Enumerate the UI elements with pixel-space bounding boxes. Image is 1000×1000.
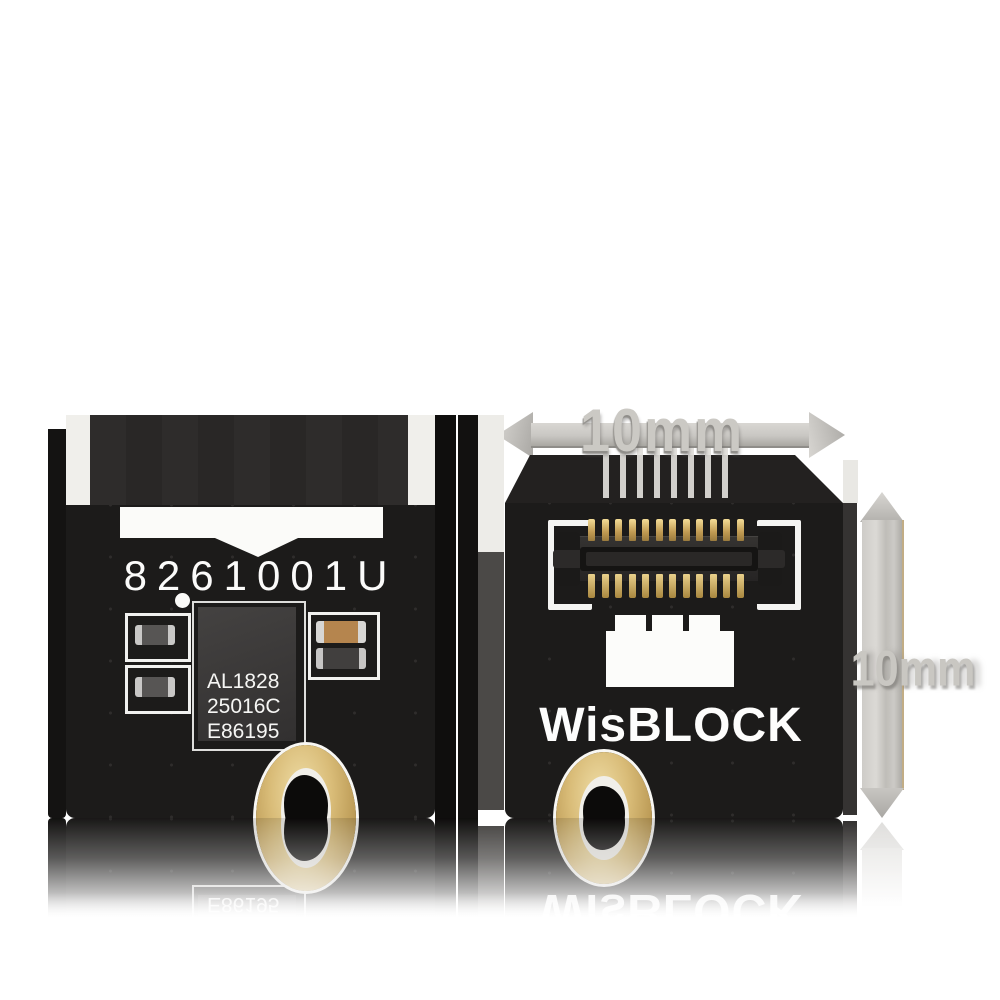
ic-marking-line: E86195 <box>207 720 280 743</box>
connector-pin <box>655 519 663 541</box>
smd-component <box>135 677 175 697</box>
connector-pin <box>669 519 676 541</box>
smd-component <box>316 648 366 669</box>
connector-pin <box>642 519 649 541</box>
ic-chip: AL1828 25016C E86195 <box>198 607 296 743</box>
connector-pin-row-top <box>588 519 744 541</box>
connector-pin <box>655 574 663 598</box>
brick-body <box>606 631 734 687</box>
connector-pin <box>736 574 744 598</box>
height-dimension-arrowhead-top <box>860 492 904 522</box>
connector-pin <box>628 519 636 541</box>
connector-pin <box>696 519 703 541</box>
connector-pin <box>709 519 717 541</box>
connector-pin <box>723 519 730 541</box>
mounting-hole-shadow <box>583 818 625 850</box>
brick-stud <box>689 615 720 633</box>
connector-mating-slot <box>580 547 758 571</box>
width-dimension-label-extrusion <box>603 448 733 498</box>
silkscreen-bracket-right <box>757 520 801 610</box>
fiducial-dot <box>175 593 190 608</box>
silkscreen-bracket-left <box>548 520 592 610</box>
connector-end-tab <box>755 532 785 586</box>
connector-pin <box>642 574 649 598</box>
left-module-pcb-face: 8261001U AL1828 25016C E86195 <box>66 505 435 818</box>
connector-pin <box>588 574 595 598</box>
left-module-top-gap-left <box>66 415 90 505</box>
right-module-side-face <box>478 552 504 810</box>
connector-pin <box>628 574 636 598</box>
gold-mounting-pad <box>256 818 356 891</box>
reflection-fade-out <box>0 893 1000 938</box>
silkscreen-label-bar <box>120 507 383 557</box>
reflection-arrowhead <box>860 822 904 850</box>
connector-pin <box>601 519 609 541</box>
height-dimension-label: 10mm <box>850 641 976 697</box>
wordmark-prefix: Wis <box>539 699 628 752</box>
serial-number-text: 8261001U <box>123 552 398 599</box>
mounting-hole-shadow <box>583 786 625 818</box>
width-dimension-label: 10mm <box>580 397 745 465</box>
mounting-hole-shadow <box>284 818 328 861</box>
ic-silkscreen-outline <box>192 601 306 751</box>
smd-component <box>135 625 175 645</box>
connector-pin <box>696 574 703 598</box>
connector-pin <box>615 574 622 598</box>
mounting-hole <box>579 818 629 860</box>
component-box-right <box>308 612 380 680</box>
left-module-side-edge-right <box>435 415 456 818</box>
ic-marking-line: 25016C <box>207 695 281 718</box>
left-module-top-gap-right <box>408 415 435 505</box>
mounting-hole-shadow <box>284 775 328 818</box>
right-module-edge-highlight <box>478 415 504 552</box>
connector-pin <box>709 574 717 598</box>
connector-pin <box>588 519 595 541</box>
connector-pin <box>601 574 609 598</box>
right-module: WisBLOCK <box>458 415 858 818</box>
right-module-top-gap-right <box>843 460 858 503</box>
gold-mounting-pad <box>556 818 652 884</box>
smd-component-tan <box>316 621 366 643</box>
right-module-pcb-face: WisBLOCK <box>505 503 843 818</box>
left-module-content: 8261001U AL1828 25016C E86195 <box>48 415 456 818</box>
height-dimension-arrowhead-bottom <box>860 788 904 818</box>
right-module-content: WisBLOCK <box>458 415 858 818</box>
board-to-board-connector <box>553 532 785 586</box>
left-module-top-section <box>90 415 408 507</box>
component-box-lower-left <box>125 665 191 714</box>
connector-pin <box>682 519 690 541</box>
component-box-upper-left <box>125 613 191 662</box>
height-dimension-line <box>862 520 904 790</box>
connector-pin <box>736 519 744 541</box>
wisblock-brick-icon <box>606 615 734 687</box>
connector-pin-row-bottom <box>588 574 744 598</box>
wordmark-suffix: BLOCK <box>627 699 803 752</box>
ic-marking-line: AL1828 <box>207 670 280 693</box>
connector-end-tab <box>553 532 583 586</box>
mounting-hole <box>281 818 331 868</box>
wisblock-wordmark: WisBLOCK <box>505 701 840 751</box>
left-module-side-edge-left <box>48 429 66 818</box>
connector-pin <box>615 519 622 541</box>
width-dimension-line <box>531 423 811 448</box>
left-module: 8261001U AL1828 25016C E86195 <box>48 415 456 818</box>
connector-pin <box>669 574 676 598</box>
brick-stud <box>615 615 646 633</box>
right-module-side-edge-right <box>843 503 857 815</box>
right-module-side-edge-left <box>458 415 478 818</box>
connector-pin <box>723 574 730 598</box>
connector-pin <box>682 574 690 598</box>
brick-stud <box>652 615 683 633</box>
